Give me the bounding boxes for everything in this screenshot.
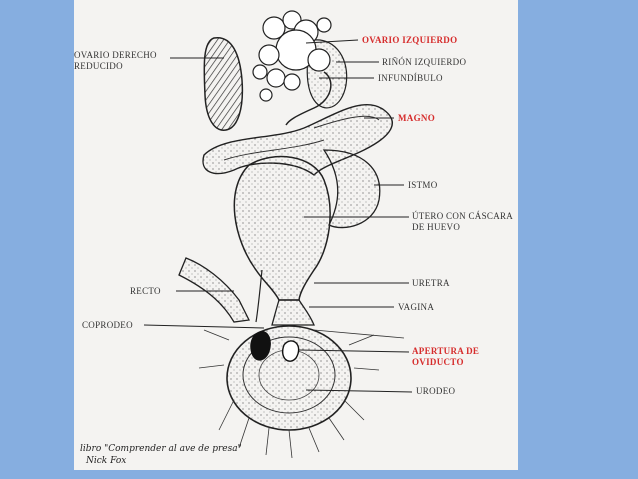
infundibulum-shape	[285, 71, 332, 126]
label-infundibulum: INFUNDÍBULO	[378, 73, 443, 83]
label-urodeum: URODEO	[416, 386, 456, 396]
isthmus-shape	[322, 149, 381, 229]
label-vagina: VAGINA	[398, 302, 435, 312]
label-isthmus: ISTMO	[408, 180, 438, 190]
vagina-shape	[271, 299, 315, 326]
label-coprodeum: COPRODEO	[82, 320, 133, 330]
label-oviduct-opening-line1: APERTURA DE	[412, 346, 480, 356]
left-ovary-follicles	[252, 10, 332, 102]
label-left-kidney: RIÑÓN IZQUIERDO	[382, 57, 467, 67]
label-oviduct-opening: APERTURA DE OVIDUCTO	[412, 346, 479, 368]
ureter-shape	[255, 269, 263, 323]
label-magnum: MAGNO	[398, 113, 435, 123]
label-uterus: ÚTERO CON CÁSCARA DE HUEVO	[412, 211, 513, 233]
label-urethra: URETRA	[412, 278, 450, 288]
coprodeum-opening	[250, 330, 271, 361]
credit-line-2: Nick Fox	[86, 456, 127, 466]
label-right-ovary-line2: REDUCIDO	[74, 61, 123, 71]
cloaca-fringe	[198, 329, 405, 459]
label-oviduct-opening-line2: OVIDUCTO	[412, 357, 464, 367]
label-rectum: RECTO	[130, 286, 161, 296]
oviduct-opening	[282, 340, 300, 362]
leader-lines	[143, 39, 413, 393]
credit-line-1: libro "Comprender al ave de presa"	[80, 444, 242, 454]
oviduct-illustration	[143, 10, 413, 459]
label-right-ovary: OVARIO DERECHO REDUCIDO	[74, 50, 157, 72]
label-uterus-line2: DE HUEVO	[412, 222, 461, 232]
diagram-page: OVARIO DERECHO REDUCIDO OVARIO IZQUIERDO…	[74, 0, 518, 470]
label-uterus-line1: ÚTERO CON CÁSCARA	[412, 211, 514, 221]
label-right-ovary-line1: OVARIO DERECHO	[74, 50, 157, 60]
right-ovary-shape	[203, 37, 244, 131]
label-left-ovary: OVARIO IZQUIERDO	[362, 35, 458, 45]
rectum-shape	[178, 257, 250, 323]
uterus-shape	[233, 155, 331, 301]
